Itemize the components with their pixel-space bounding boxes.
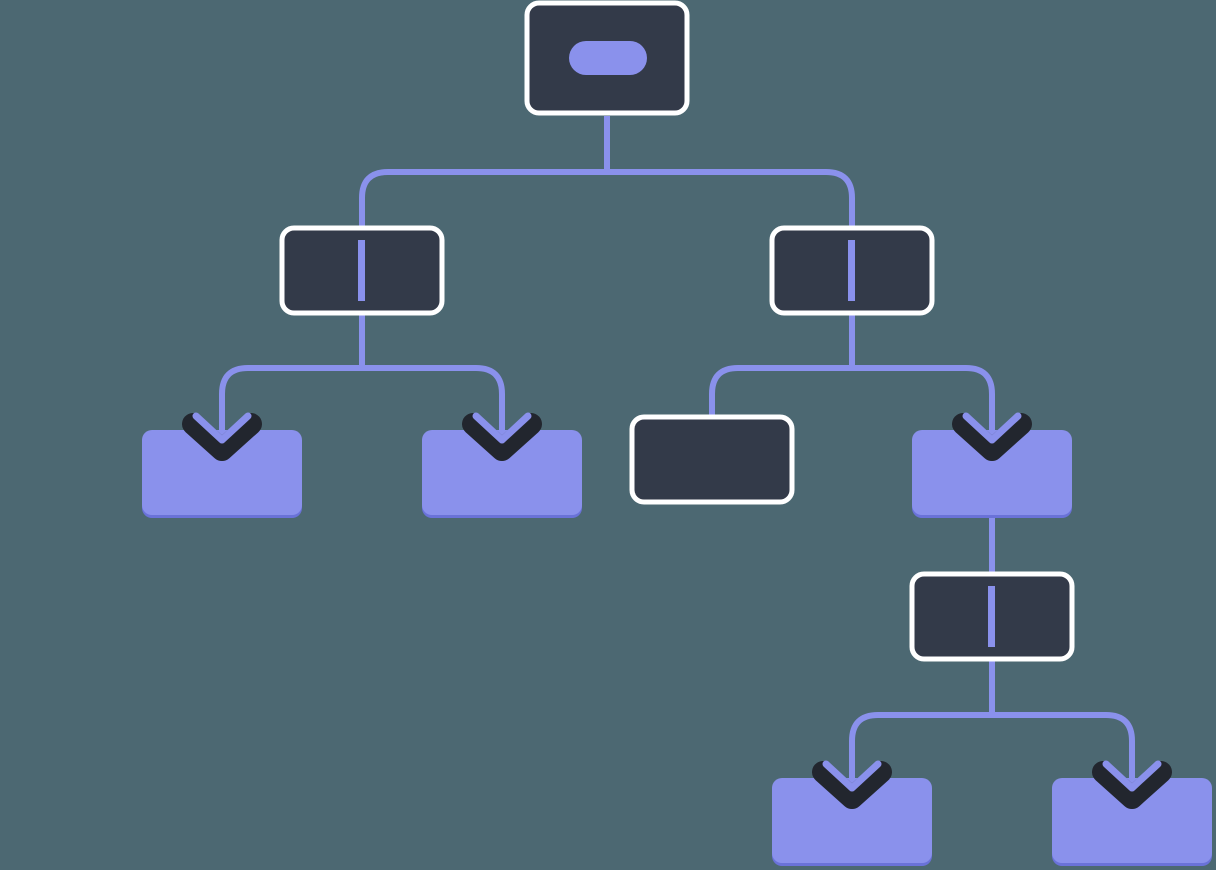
node-inner-bar bbox=[848, 240, 855, 301]
connector-branch bbox=[852, 365, 995, 432]
arrowhead-n-r4a bbox=[812, 760, 892, 809]
node-body[interactable] bbox=[1052, 778, 1212, 863]
node-n-r2a[interactable] bbox=[629, 414, 795, 505]
connector-e-r3-split bbox=[849, 659, 1135, 780]
arrow-head-icon bbox=[192, 412, 252, 444]
connector-branch bbox=[709, 365, 852, 432]
arrow-shadow-icon bbox=[812, 761, 892, 809]
connector-e-root-split bbox=[359, 116, 855, 228]
node-n-l2b[interactable] bbox=[422, 430, 582, 518]
node-n-r1[interactable] bbox=[769, 225, 935, 316]
connector-branch bbox=[849, 712, 992, 780]
connector-e-l1-split bbox=[219, 313, 505, 432]
node-n-l2a[interactable] bbox=[142, 430, 302, 518]
node-n-r3[interactable] bbox=[909, 571, 1075, 662]
arrow-head-icon bbox=[962, 412, 1022, 444]
arrowhead-n-l2b bbox=[462, 412, 542, 461]
arrow-head-icon bbox=[472, 412, 532, 444]
connector-branch bbox=[219, 365, 362, 432]
connector-layer bbox=[219, 72, 1135, 780]
arrow-shadow-icon bbox=[462, 413, 542, 461]
node-inner-bar bbox=[358, 240, 365, 301]
connector-branch bbox=[359, 169, 607, 228]
arrowhead-n-l2a bbox=[182, 412, 262, 461]
node-n-root[interactable] bbox=[524, 0, 690, 116]
node-body[interactable] bbox=[629, 414, 795, 505]
node-body[interactable] bbox=[912, 430, 1072, 515]
connector-branch bbox=[362, 365, 505, 432]
arrowhead-n-r2b bbox=[952, 412, 1032, 461]
node-body[interactable] bbox=[772, 778, 932, 863]
node-layer bbox=[142, 0, 1212, 866]
connector-e-r1-split bbox=[709, 313, 995, 432]
node-body[interactable] bbox=[422, 430, 582, 515]
node-n-l1[interactable] bbox=[279, 225, 445, 316]
arrow-head-icon bbox=[822, 760, 882, 792]
connector-branch bbox=[607, 169, 855, 228]
node-inner-bar bbox=[988, 586, 995, 647]
arrow-shadow-icon bbox=[182, 413, 262, 461]
node-body[interactable] bbox=[142, 430, 302, 515]
node-inner-pill bbox=[569, 41, 647, 75]
connector-branch bbox=[992, 712, 1135, 780]
node-n-r4b[interactable] bbox=[1052, 778, 1212, 866]
node-n-r4a[interactable] bbox=[772, 778, 932, 866]
arrow-shadow-icon bbox=[1092, 761, 1172, 809]
arrowhead-n-r4b bbox=[1092, 760, 1172, 809]
arrow-head-icon bbox=[1102, 760, 1162, 792]
arrowhead-layer bbox=[182, 412, 1172, 809]
node-n-r2b[interactable] bbox=[912, 430, 1072, 518]
arrow-shadow-icon bbox=[952, 413, 1032, 461]
